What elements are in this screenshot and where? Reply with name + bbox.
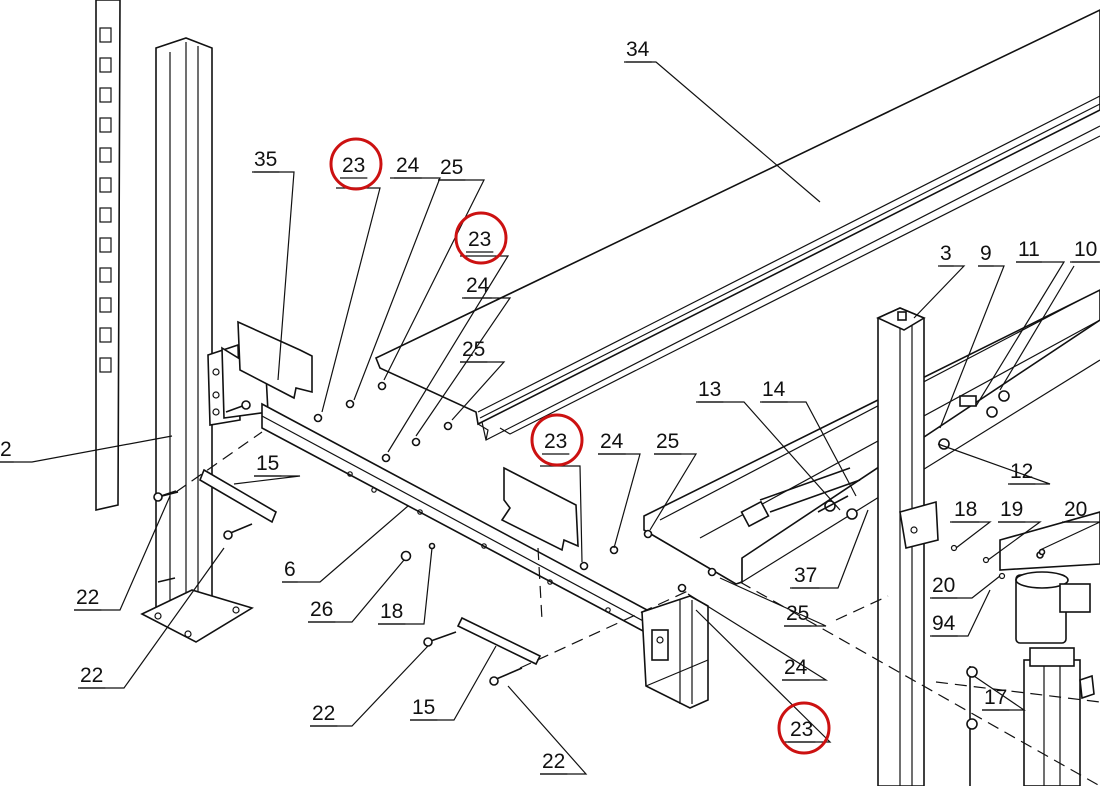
rail-slot	[99, 57, 112, 73]
callout-34: 34	[626, 38, 650, 61]
alignment-lines	[175, 431, 1100, 786]
callout-25: 25	[440, 156, 463, 179]
plate-15-lower	[456, 616, 542, 666]
plate-15-upper	[199, 468, 277, 524]
callout-17: 17	[984, 686, 1007, 709]
callout-18: 18	[954, 498, 977, 521]
callout-94: 94	[932, 612, 956, 635]
callout-37: 37	[794, 564, 817, 587]
right-end-carriage	[641, 595, 709, 709]
highlight-circle-callout-23-top	[329, 137, 383, 191]
callout-9: 9	[980, 242, 992, 265]
callout-13: 13	[698, 378, 721, 401]
callout-23: 23	[790, 718, 813, 741]
left-post	[140, 37, 254, 643]
rail-slot	[99, 327, 112, 343]
callout-24: 24	[784, 656, 808, 679]
callout-20: 20	[932, 574, 955, 597]
rail-slot	[99, 87, 112, 103]
callout-23: 23	[544, 430, 567, 453]
callout-24: 24	[466, 274, 490, 297]
callout-25: 25	[462, 338, 485, 361]
rail-slot	[99, 177, 112, 193]
callout-25: 25	[656, 430, 679, 453]
callout-23: 23	[342, 154, 365, 177]
slotted-rail	[95, 0, 121, 512]
callout-14: 14	[762, 378, 786, 401]
callout-2: 2	[0, 438, 12, 461]
rail-slot	[99, 147, 112, 163]
callout-19: 19	[1000, 498, 1023, 521]
callout-10: 10	[1074, 238, 1097, 261]
side-rail	[643, 289, 1100, 585]
callout-22: 22	[312, 702, 335, 725]
bolts	[153, 490, 523, 686]
rail-slot	[99, 297, 112, 313]
callout-11: 11	[1018, 238, 1040, 261]
runway	[374, 9, 1100, 441]
callout-15: 15	[256, 452, 279, 475]
callout-22: 22	[542, 750, 565, 773]
callout-24: 24	[396, 154, 420, 177]
callout-26: 26	[310, 598, 333, 621]
highlight-circle-callout-23-middle	[530, 413, 584, 467]
callout-23: 23	[468, 228, 491, 251]
callout-labels: 2 34 35 23 24 25 23 24 25 3 9 11 10 13 1…	[0, 38, 1100, 775]
callout-22: 22	[76, 586, 99, 609]
callout-22: 22	[80, 664, 103, 687]
right-details	[950, 511, 1100, 786]
left-end-bracket	[207, 343, 269, 426]
rail-slot	[99, 207, 112, 223]
callout-6: 6	[284, 558, 296, 581]
callout-20: 20	[1064, 498, 1087, 521]
callout-12: 12	[1010, 460, 1033, 483]
highlight-circle-callout-23-bottom	[777, 701, 831, 755]
rail-slot	[99, 357, 112, 373]
callout-15: 15	[412, 696, 435, 719]
plate-middle	[500, 466, 579, 552]
callout-18: 18	[380, 600, 403, 623]
callout-25: 25	[786, 602, 809, 625]
rail-slot	[99, 27, 112, 43]
highlight-circles	[329, 137, 831, 755]
rail-slot	[99, 117, 112, 133]
fasteners	[313, 381, 1046, 593]
rail-slot	[99, 237, 112, 253]
callout-24: 24	[600, 430, 624, 453]
highlight-circle-callout-23-upper	[454, 211, 508, 265]
callout-35: 35	[254, 148, 277, 171]
callout-3: 3	[940, 242, 952, 265]
rail-slot	[99, 267, 112, 283]
plate-35	[237, 320, 313, 400]
